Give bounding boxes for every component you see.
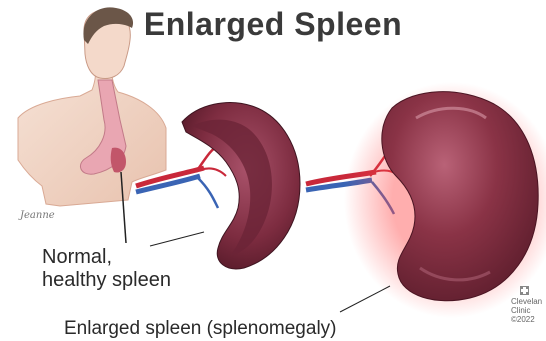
artist-signature: Jeanne — [20, 210, 55, 221]
human-figure — [18, 7, 166, 206]
enlarged-spleen-label: Enlarged spleen (splenomegaly) — [64, 317, 337, 340]
pointer-line-normal — [150, 232, 204, 246]
credit-org-line2: Clinic — [511, 306, 546, 315]
normal-label-line1: Normal, — [42, 246, 171, 269]
cleveland-clinic-logo-icon — [520, 286, 529, 295]
normal-spleen — [182, 103, 300, 269]
pointer-line-enlarged — [340, 286, 390, 312]
credit: Clevelan Clinic ©2022 — [511, 297, 546, 324]
normal-label-line2: healthy spleen — [42, 269, 171, 292]
credit-copyright: ©2022 — [511, 315, 546, 324]
normal-spleen-label: Normal, healthy spleen — [42, 246, 171, 292]
enlarged-spleen — [344, 82, 546, 318]
credit-org-line1: Clevelan — [511, 297, 546, 306]
